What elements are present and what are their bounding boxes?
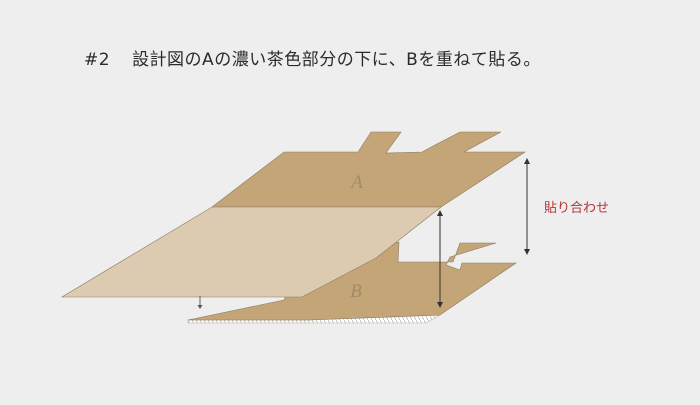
step-number: #2: [84, 50, 111, 70]
bonding-label: 貼り合わせ: [544, 201, 609, 216]
label-a: A: [349, 172, 363, 193]
label-b: B: [350, 281, 362, 302]
inner-double-arrow: [437, 210, 443, 308]
left-gap-arrow: [197, 296, 203, 309]
sheet-a-dark-region: [211, 131, 527, 208]
outer-double-arrow: [524, 158, 530, 255]
sheet-a-light-region: [60, 206, 442, 298]
step-title: #2 設計図のAの濃い茶色部分の下に、Bを重ねて貼る。: [84, 45, 541, 70]
step-instruction: 設計図のAの濃い茶色部分の下に、Bを重ねて貼る。: [132, 50, 541, 70]
